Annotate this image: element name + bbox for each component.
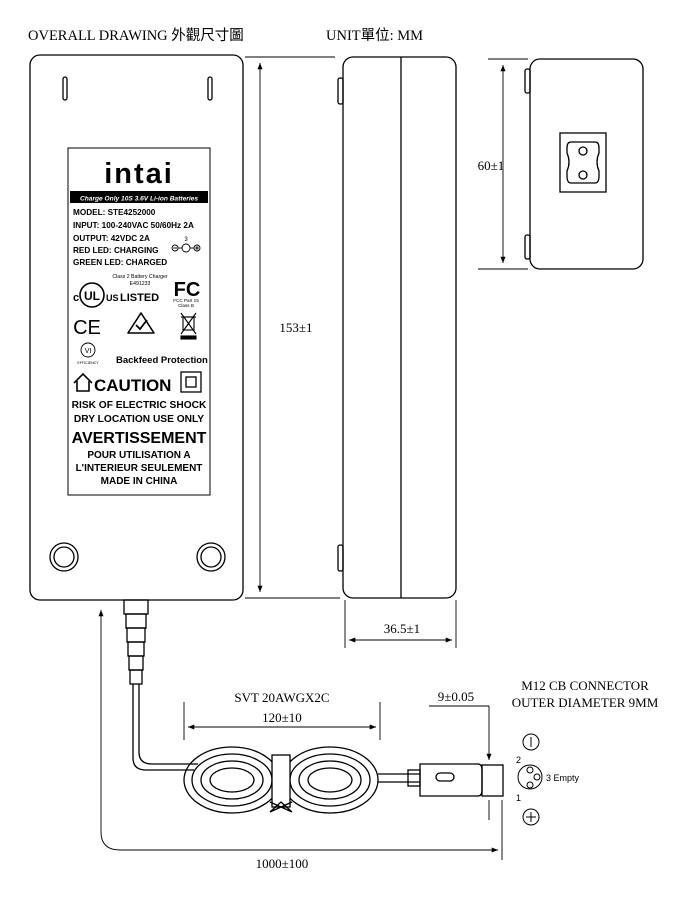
svg-text:LISTED: LISTED — [120, 292, 159, 304]
brand-logo: intai — [104, 158, 174, 190]
pin1-label: 1 — [516, 793, 521, 803]
cable-spec: SVT 20AWGX2C — [234, 690, 329, 705]
backfeed-text: Backfeed Protection — [116, 355, 208, 366]
left-foot — [49, 542, 79, 572]
length-value: 153±1 — [279, 320, 312, 335]
right-slot — [207, 76, 213, 101]
end-view — [524, 58, 644, 270]
pour-text: POUR UTILISATION A — [87, 450, 190, 461]
input-line: INPUT: 100-240VAC 50/60Hz 2A — [73, 221, 194, 230]
weee-bin-icon — [180, 312, 197, 340]
connector-face — [517, 733, 543, 826]
connector-subtitle: OUTER DIAMETER 9MM — [512, 695, 659, 710]
ac-inlet — [559, 132, 607, 193]
pin3-label: 3 Empty — [546, 773, 580, 783]
svg-text:FC: FC — [174, 279, 201, 301]
ce-mark: CE — [73, 317, 101, 339]
ul-class: Class 2 Battery Charger — [112, 274, 168, 280]
fcc-mark: FC FCC Part 15 Class B — [173, 279, 200, 308]
efficiency-text: EFFICIENCY — [77, 361, 99, 365]
red-led-line: RED LED: CHARGING — [73, 246, 159, 255]
svg-text:US: US — [106, 293, 119, 303]
home-icon — [73, 372, 93, 392]
svg-text:VI: VI — [85, 348, 92, 355]
double-insulation-icon — [180, 371, 202, 393]
left-slot — [62, 76, 68, 101]
charger-body-end — [529, 58, 644, 270]
caution-text: CAUTION — [94, 376, 171, 395]
green-led-line: GREEN LED: CHARGED — [73, 258, 167, 267]
ul-file: E491233 — [130, 281, 151, 287]
svg-text:UL: UL — [84, 289, 100, 303]
ul-listed-mark: c UL US LISTED — [73, 282, 159, 308]
pin-positive-icon — [522, 808, 540, 826]
polarity-pin: 3 — [184, 237, 188, 243]
side-view — [337, 56, 457, 599]
dc-plug — [419, 763, 483, 797]
vi-efficiency-icon — [80, 342, 96, 358]
width-dimension — [478, 58, 528, 270]
charger-body-side — [342, 56, 457, 599]
cable-length-value: 1000±100 — [256, 856, 309, 871]
dry-text: DRY LOCATION USE ONLY — [74, 414, 204, 425]
pin-negative-icon — [522, 733, 540, 751]
connector-outline — [517, 764, 543, 790]
plug-dimension — [429, 705, 492, 820]
length-dimension — [245, 56, 340, 599]
unit-label: UNIT單位: MM — [326, 27, 423, 44]
cable-length-dimension — [98, 610, 503, 860]
width-value: 60±1 — [478, 158, 505, 173]
connector-title: M12 CB CONNECTOR — [521, 678, 649, 693]
risk-text: RISK OF ELECTRIC SHOCK — [72, 400, 207, 411]
rcm-icon — [127, 312, 155, 334]
plug-length-value: 9±0.05 — [438, 689, 474, 704]
coil-length-value: 120±10 — [262, 710, 302, 725]
battery-line: Charge Only 10S 3.6V Li-ion Batteries — [80, 196, 198, 203]
made-text: MADE IN CHINA — [101, 476, 178, 487]
output-line: OUTPUT: 42VDC 2A — [73, 234, 150, 243]
strain-relief — [123, 599, 149, 685]
avertissement-text: AVERTISSEMENT — [72, 430, 207, 447]
cable-tie — [271, 754, 291, 808]
svg-text:Class B: Class B — [178, 303, 194, 308]
interieur-text: L'INTERIEUR SEULEMENT — [76, 463, 203, 474]
polarity-icon — [171, 243, 201, 253]
pin2-label: 2 — [516, 755, 521, 765]
model-line: MODEL: STE4252000 — [73, 208, 156, 217]
right-foot — [196, 542, 226, 572]
drawing-title: OVERALL DRAWING 外觀尺寸圖 — [28, 27, 244, 44]
product-label: intai Charge Only 10S 3.6V Li-ion Batter… — [67, 147, 211, 496]
depth-value: 36.5±1 — [384, 621, 420, 636]
svg-text:FCC Part 15: FCC Part 15 — [173, 298, 199, 303]
m12-connector — [481, 764, 504, 797]
svg-text:c: c — [73, 292, 79, 304]
